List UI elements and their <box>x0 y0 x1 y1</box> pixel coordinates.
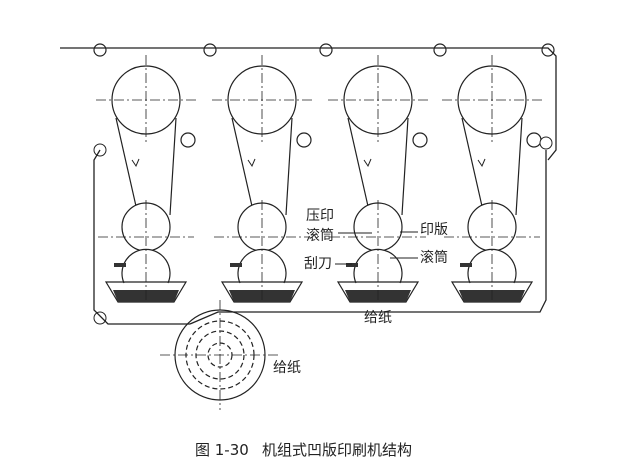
printing-unit <box>96 55 196 303</box>
guide-roller <box>319 43 333 57</box>
labels: 压印 滚筒 印版 滚筒 刮刀 给纸 给纸 <box>273 208 448 376</box>
guide-roller <box>93 43 107 57</box>
guide-roller <box>526 132 542 148</box>
guide-roller <box>93 311 107 325</box>
center-line <box>444 200 540 300</box>
doctor-blade <box>114 263 126 267</box>
arrow-icon <box>363 158 372 168</box>
label-paper-out: 给纸 <box>364 310 392 326</box>
doctor-blade <box>460 263 472 267</box>
web-path <box>231 117 293 216</box>
web-path <box>347 117 409 216</box>
arrow-icon <box>247 158 256 168</box>
printing-unit <box>212 55 312 303</box>
caption-title: 机组式凹版印刷机结构 <box>262 441 412 459</box>
guide-roller <box>433 43 447 57</box>
center-line <box>442 55 542 145</box>
paper-web <box>60 47 557 325</box>
center-line <box>330 200 426 300</box>
center-line <box>96 55 196 145</box>
printing-unit <box>328 55 428 303</box>
guide-roller <box>203 43 217 57</box>
web-path <box>461 117 523 216</box>
web-path <box>115 117 177 216</box>
label-impression-2: 滚筒 <box>306 227 334 244</box>
label-doctor-blade: 刮刀 <box>304 256 332 272</box>
guide-roller <box>296 132 312 148</box>
center-line <box>212 55 312 145</box>
guide-roller <box>539 136 553 150</box>
paper-reel <box>160 300 280 410</box>
center-line <box>328 55 428 145</box>
arrow-icon <box>131 158 140 168</box>
doctor-blade <box>346 263 358 267</box>
label-impression-1: 压印 <box>306 208 334 224</box>
label-plate-2: 滚筒 <box>420 249 448 266</box>
printing-unit <box>442 55 542 303</box>
printing-units <box>93 43 555 325</box>
arrow-icon <box>477 158 486 168</box>
label-paper-feed: 给纸 <box>273 360 301 376</box>
center-line <box>98 200 194 300</box>
label-plate-1: 印版 <box>420 222 448 238</box>
guide-roller <box>412 132 428 148</box>
guide-roller <box>180 132 196 148</box>
doctor-blade <box>230 263 242 267</box>
guide-roller <box>541 43 555 57</box>
caption-number: 图 1-30 <box>195 441 249 459</box>
center-line <box>214 200 310 300</box>
